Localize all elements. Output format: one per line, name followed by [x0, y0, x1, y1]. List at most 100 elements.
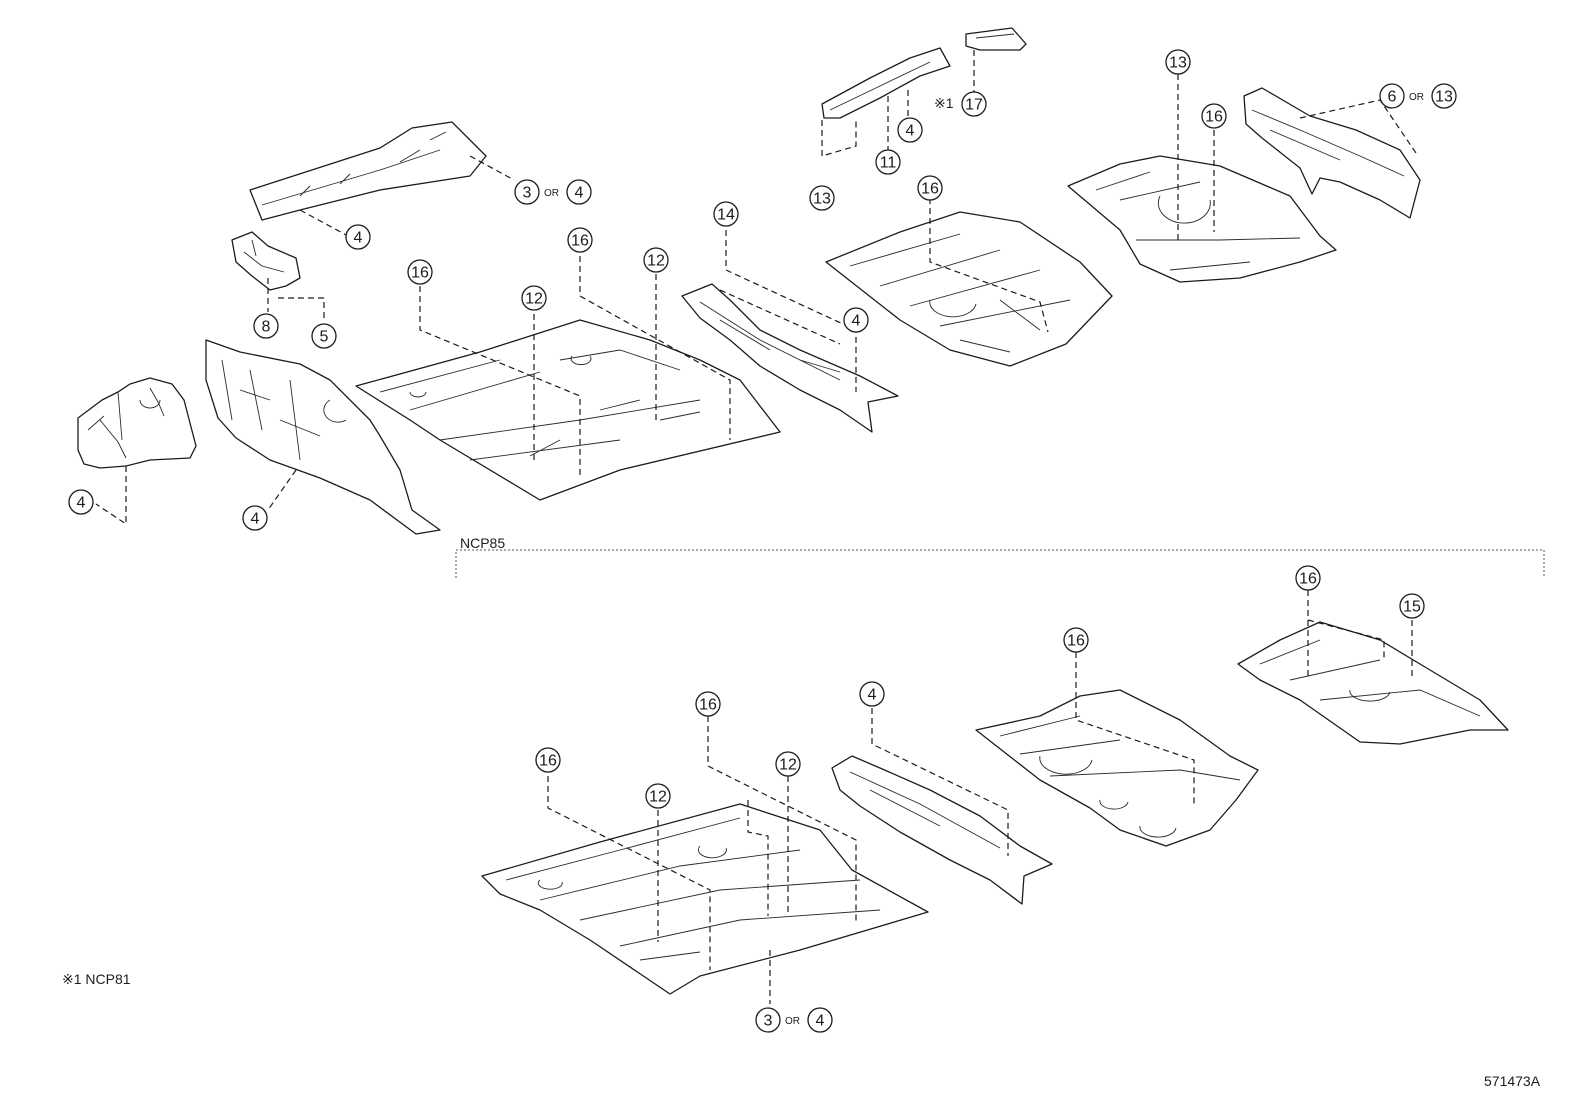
or-label: OR [544, 188, 559, 199]
callout-number: 12 [525, 291, 543, 308]
callout-4: 4 [897, 117, 923, 143]
callout-12: 12 [643, 247, 669, 273]
callout-circle [643, 247, 669, 273]
rear-floor-tub [1067, 155, 1337, 283]
callout-16: 16 [917, 175, 943, 201]
callout-circle [1165, 49, 1191, 75]
callout-12: 12 [775, 751, 801, 777]
callout-16: 16 [1295, 565, 1321, 591]
callout-circle [407, 259, 433, 285]
callout-5: 5 [311, 323, 337, 349]
footnote: ※1 NCP81 [62, 971, 131, 987]
callout-circle [859, 681, 885, 707]
callout-3: 3 [755, 1007, 781, 1033]
callout-number: 4 [251, 511, 260, 528]
cross-member-small [821, 47, 951, 119]
rear-floor-pan-upper [825, 211, 1113, 367]
callout-circle [807, 1007, 833, 1033]
callout-14: 14 [713, 201, 739, 227]
callout-number: 4 [575, 185, 584, 202]
callout-4: 4 [807, 1007, 833, 1033]
callout-circle [875, 149, 901, 175]
callout-circle [567, 227, 593, 253]
callout-circle [1399, 593, 1425, 619]
callout-16: 16 [1201, 103, 1227, 129]
callout-number: 3 [764, 1013, 773, 1030]
callout-circle [775, 751, 801, 777]
callout-number: 16 [699, 697, 717, 714]
callout-number: 6 [1388, 89, 1397, 106]
floor-side-member [681, 283, 899, 433]
callout-3: 3 [514, 179, 540, 205]
callout-number: 17 [965, 97, 983, 114]
callout-4: 4 [843, 307, 869, 333]
callout-circle [1063, 627, 1089, 653]
note-mark: ※1 [934, 95, 954, 111]
front-floor-pan-upper [355, 319, 781, 501]
callout-number: 16 [571, 233, 589, 250]
callout-number: 16 [411, 265, 429, 282]
callout-4: 4 [68, 489, 94, 515]
callout-4: 4 [242, 505, 268, 531]
callout-circle [843, 307, 869, 333]
callout-12: 12 [645, 783, 671, 809]
callout-number: 5 [320, 329, 329, 346]
callout-4: 4 [859, 681, 885, 707]
callout-number: 4 [852, 313, 861, 330]
front-side-member [249, 121, 487, 221]
callout-circle [514, 179, 540, 205]
callout-number: 16 [921, 181, 939, 198]
callout-16: 16 [695, 691, 721, 717]
figure-code: 571473A [1484, 1073, 1541, 1089]
callout-circle [253, 313, 279, 339]
callout-number: 3 [523, 185, 532, 202]
callout-circle [566, 179, 592, 205]
callout-number: 16 [1205, 109, 1223, 126]
or-label: OR [1409, 92, 1424, 103]
front-floor-pan-lower [481, 803, 929, 995]
callout-circle [521, 285, 547, 311]
callout-16: 16 [1063, 627, 1089, 653]
callout-circle [1295, 565, 1321, 591]
callout-circle [897, 117, 923, 143]
callout-number: 11 [880, 155, 897, 172]
rear-floor-pan-lower [975, 689, 1259, 847]
callout-circle [917, 175, 943, 201]
callout-number: 4 [906, 123, 915, 140]
callout-circle [809, 185, 835, 211]
callout-4: 4 [345, 224, 371, 250]
bracket-part [231, 231, 301, 291]
callout-number: 15 [1403, 599, 1421, 616]
callout-number: 13 [813, 191, 831, 208]
callout-circle [1431, 83, 1457, 109]
callout-number: 4 [816, 1013, 825, 1030]
variant-label: NCP85 [460, 535, 505, 551]
callout-number: 12 [647, 253, 665, 270]
rear-cross-member [1243, 87, 1421, 219]
callout-circle [695, 691, 721, 717]
floor-side-member-lower [831, 755, 1053, 905]
callout-number: 14 [717, 207, 735, 224]
callout-8: 8 [253, 313, 279, 339]
callout-number: 12 [779, 757, 797, 774]
callout-number: 4 [354, 230, 363, 247]
callout-number: 16 [539, 753, 557, 770]
callout-circle [68, 489, 94, 515]
front-apron [77, 377, 197, 469]
callout-circle [1201, 103, 1227, 129]
callout-4: 4 [566, 179, 592, 205]
callout-16: 16 [567, 227, 593, 253]
callout-13: 13 [1165, 49, 1191, 75]
callout-15: 15 [1399, 593, 1425, 619]
callout-circle [1379, 83, 1405, 109]
bracket-17 [965, 27, 1027, 51]
callout-number: 4 [868, 687, 877, 704]
callout-number: 4 [77, 495, 86, 512]
callout-circle [755, 1007, 781, 1033]
rear-floor-pan-15 [1237, 621, 1509, 745]
callout-number: 16 [1067, 633, 1085, 650]
callout-circle [961, 91, 987, 117]
callout-16: 16 [535, 747, 561, 773]
